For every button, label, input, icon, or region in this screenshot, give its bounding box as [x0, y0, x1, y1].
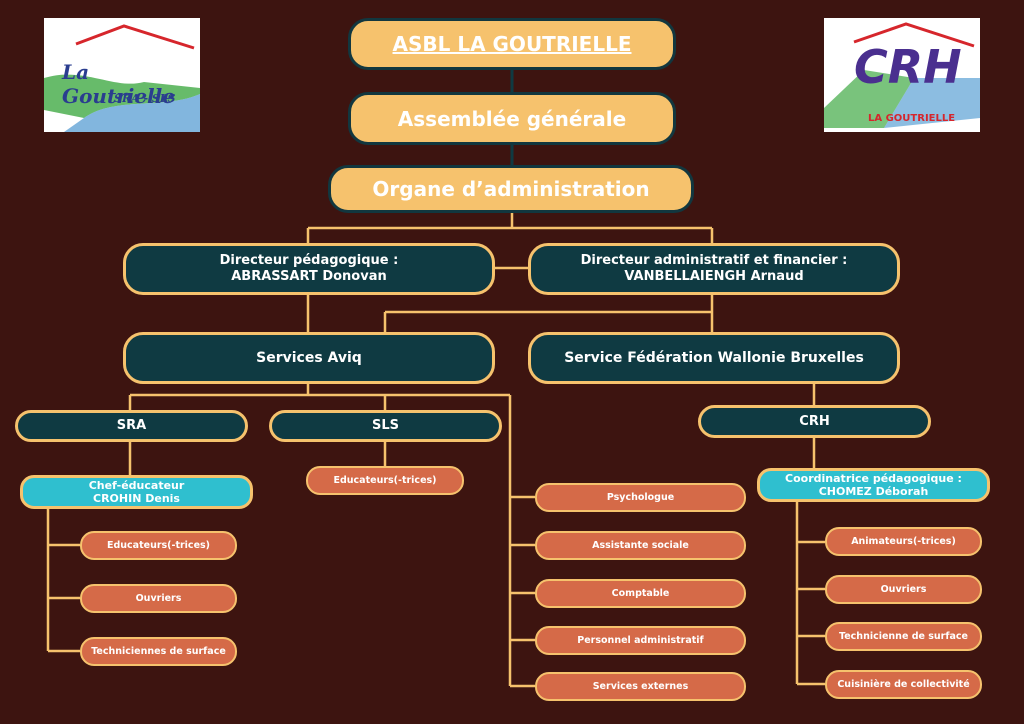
crh-lead-name: CHOMEZ Déborah [818, 485, 929, 498]
crh-staff-label: Animateurs(-trices) [851, 535, 956, 547]
sls-staff-label: Educateurs(-trices) [333, 474, 437, 486]
sra-staff-label: Techniciennes de surface [91, 645, 226, 657]
crh-staff-item: Ouvriers [825, 575, 982, 604]
sra-staff-item: Educateurs(-trices) [80, 531, 237, 560]
sra-staff-label: Ouvriers [135, 592, 182, 604]
shared-staff-label: Psychologue [606, 491, 675, 503]
shared-staff-label: Comptable [611, 587, 670, 599]
crh-staff-item: Technicienne de surface [825, 622, 982, 651]
sls-label: SLS [371, 418, 399, 434]
crh-staff-item: Animateurs(-trices) [825, 527, 982, 556]
shared-staff-item: Personnel administratif [535, 626, 746, 655]
roof-icon [44, 24, 200, 132]
left-logo-subtitle: SRA - SLS [114, 92, 176, 105]
sls-box: SLS [269, 410, 502, 442]
admin-director-role: Directeur administratif et financier : [580, 253, 848, 269]
sra-lead-box: Chef-éducateur CROHIN Denis [20, 475, 253, 509]
general-assembly-box: Assemblée générale [348, 92, 676, 145]
general-assembly-label: Assemblée générale [397, 106, 627, 131]
sra-staff-item: Techniciennes de surface [80, 637, 237, 666]
services-aviq-box: Services Aviq [123, 332, 495, 384]
shared-staff-label: Assistante sociale [592, 539, 689, 551]
sra-lead-role: Chef-éducateur [88, 478, 185, 492]
pedagogical-director-name: ABRASSART Donovan [231, 269, 387, 284]
left-logo-title: La Goutrielle [62, 60, 175, 108]
sra-staff-label: Educateurs(-trices) [106, 539, 211, 551]
right-logo-subtitle: LA GOUTRIELLE [868, 113, 956, 124]
services-aviq-label: Services Aviq [256, 349, 362, 366]
sra-label: SRA [116, 418, 147, 434]
crh-staff-item: Cuisinière de collectivité [825, 670, 982, 699]
la-goutrielle-logo: La Goutrielle SRA - SLS [44, 18, 200, 132]
crh-logo: CRH LA GOUTRIELLE [824, 18, 980, 132]
shared-staff-item: Psychologue [535, 483, 746, 512]
admin-director-box: Directeur administratif et financier : V… [528, 243, 900, 295]
pedagogical-director-role: Directeur pédagogique : [219, 253, 399, 269]
shared-staff-item: Services externes [535, 672, 746, 701]
crh-lead-role: Coordinatrice pédagogique : [785, 471, 962, 485]
shared-staff-item: Comptable [535, 579, 746, 608]
crh-lead-box: Coordinatrice pédagogique : CHOMEZ Débor… [757, 468, 990, 502]
sra-box: SRA [15, 410, 248, 442]
crh-staff-label: Cuisinière de collectivité [837, 678, 970, 690]
org-title: ASBL LA GOUTRIELLE [392, 32, 632, 56]
board-label: Organe d’administration [372, 177, 650, 201]
roof-icon [824, 22, 980, 128]
crh-box: CRH [698, 405, 931, 438]
org-title-box: ASBL LA GOUTRIELLE [348, 18, 676, 70]
service-fwb-box: Service Fédération Wallonie Bruxelles [528, 332, 900, 384]
sls-staff-item: Educateurs(-trices) [306, 466, 464, 495]
pedagogical-director-box: Directeur pédagogique : ABRASSART Donova… [123, 243, 495, 295]
crh-staff-label: Ouvriers [880, 583, 927, 595]
right-logo-title: CRH [854, 40, 962, 94]
service-fwb-label: Service Fédération Wallonie Bruxelles [564, 349, 864, 366]
sra-lead-name: CROHIN Denis [93, 492, 180, 505]
admin-director-name: VANBELLAIENGH Arnaud [624, 269, 804, 284]
crh-staff-label: Technicienne de surface [839, 630, 968, 642]
board-box: Organe d’administration [328, 165, 694, 213]
shared-staff-label: Personnel administratif [577, 634, 704, 646]
shared-staff-item: Assistante sociale [535, 531, 746, 560]
shared-staff-label: Services externes [592, 680, 689, 692]
crh-label: CRH [799, 413, 830, 429]
sra-staff-item: Ouvriers [80, 584, 237, 613]
